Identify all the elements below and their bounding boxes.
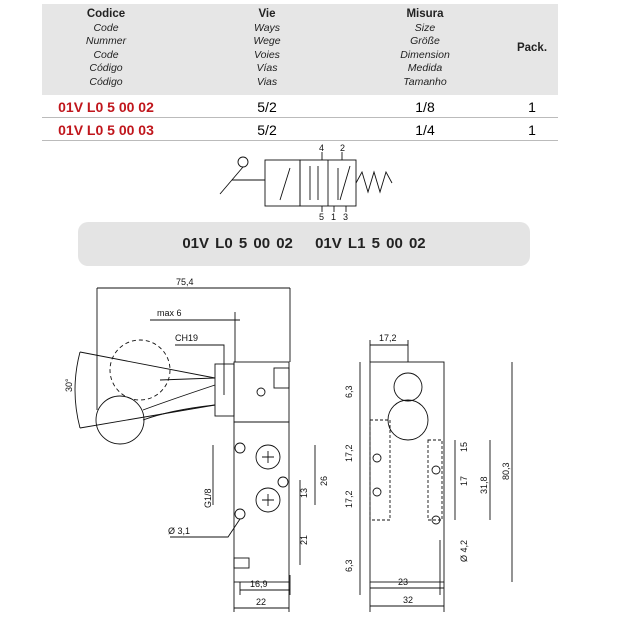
port-label: 2: [340, 143, 345, 153]
valve-symbol: 4 2 5 1 3: [219, 143, 393, 222]
dim-label: 13: [299, 488, 309, 498]
dim-label: 17,2: [344, 444, 354, 462]
dim-label: 21: [299, 535, 309, 545]
model-code: 01V L0 5 00 02: [182, 235, 293, 252]
port-label: 3: [343, 212, 348, 222]
size: 1/4: [415, 122, 435, 138]
port-label: 1: [331, 212, 336, 222]
dim-label: Ø 4,2: [459, 540, 469, 562]
model-code: 01V L1 5 00 02: [315, 235, 426, 252]
dim-label: 15: [459, 442, 469, 452]
dim-label: 80,3: [501, 462, 511, 480]
size: 1/8: [415, 99, 435, 115]
dim-label: 23: [398, 577, 408, 587]
dim-label: 6,3: [344, 559, 354, 572]
dim-label: 31,8: [479, 476, 489, 494]
port-label: 5: [319, 212, 324, 222]
side-view: 75,4 max 6 CH19 30° G1/8 Ø 3,1 26 13 21 …: [64, 277, 329, 612]
dim-label: 17: [459, 476, 469, 486]
dim-label: 17,2: [379, 333, 397, 343]
dim-label: G1/8: [203, 488, 213, 508]
header-pack: Pack.: [516, 42, 548, 54]
ways: 5/2: [257, 122, 277, 138]
pack: 1: [528, 99, 536, 115]
dim-label: 17,2: [344, 490, 354, 508]
ways: 5/2: [257, 99, 277, 115]
dim-label: 30°: [64, 378, 74, 392]
dim-label: 32: [403, 595, 413, 605]
model-banner: 01V L0 5 00 02 01V L1 5 00 02: [78, 222, 530, 266]
dim-label: 22: [256, 597, 266, 607]
dim-label: Ø 3,1: [168, 526, 190, 536]
dim-label: 6,3: [344, 385, 354, 398]
front-view: 17,2 6,3 17,2 17,2 6,3 15 17 31,8 80,3 Ø…: [344, 333, 513, 612]
dim-label: CH19: [175, 333, 198, 343]
product-code[interactable]: 01V L0 5 00 02: [58, 99, 154, 115]
dim-label: max 6: [157, 308, 182, 318]
table-row[interactable]: 01V L0 5 00 03 5/2 1/4 1: [42, 118, 558, 141]
product-code[interactable]: 01V L0 5 00 03: [58, 122, 154, 138]
table-row[interactable]: 01V L0 5 00 02 5/2 1/8 1: [42, 95, 558, 118]
dim-label: 26: [319, 476, 329, 486]
dim-label: 75,4: [176, 277, 194, 287]
port-label: 4: [319, 143, 324, 153]
pack: 1: [528, 122, 536, 138]
dim-label: 16,9: [250, 579, 268, 589]
